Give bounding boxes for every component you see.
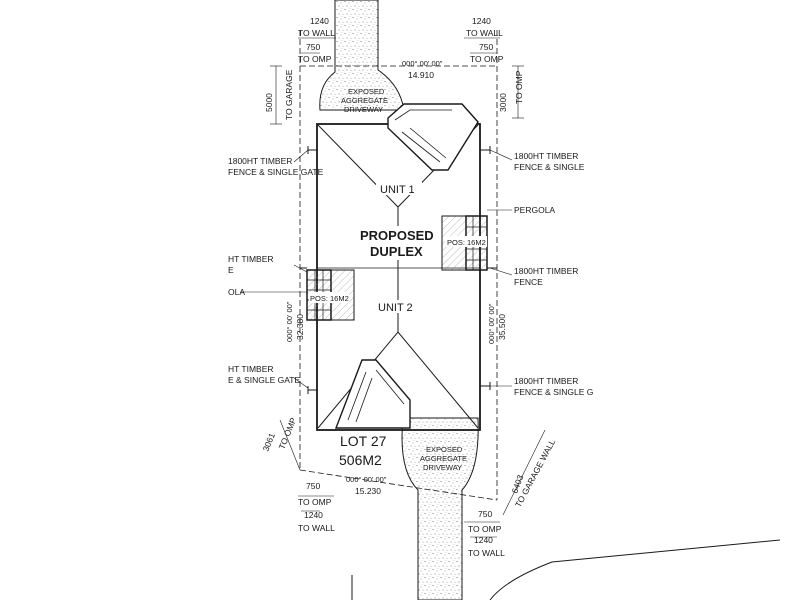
garage-setback-label: TO GARAGE	[284, 69, 294, 120]
pergola-right-label: PERGOLA	[514, 205, 555, 215]
driveway-bottom-line2: AGGREGATE	[420, 454, 467, 463]
fence-left-mid-line2: E	[228, 265, 234, 275]
driveway-bottom-line1: EXPOSED	[426, 445, 463, 454]
fence-right-mid-line2: FENCE	[514, 277, 543, 287]
side-bearings: 000° 00' 00" 32.380 000° 00' 00" 35.500	[285, 301, 507, 344]
fence-right-mid-line1: 1800HT TIMBER	[514, 266, 578, 276]
garage-wall-label: TO GARAGE WALL	[513, 437, 557, 509]
pos-labels: POS: 16M2 POS: 16M2	[309, 236, 487, 303]
fence-left-top-line2: FENCE & SINGLE GATE	[228, 167, 324, 177]
driveway-top-line2: AGGREGATE	[341, 96, 388, 105]
omp-setback-right-label: TO OMP	[514, 70, 524, 104]
top-boundary-length: 14.910	[408, 70, 434, 80]
fence-left-top-line1: 1800HT TIMBER	[228, 156, 292, 166]
bottom-omp-left-value: 750	[306, 481, 320, 491]
top-omp-right-value: 750	[479, 42, 493, 52]
pos-left-label: POS: 16M2	[310, 294, 349, 303]
bottom-wall-left-value: 1240	[304, 510, 323, 520]
top-wall-left-label: TO WALL	[298, 28, 335, 38]
top-omp-left-value: 750	[306, 42, 320, 52]
road-edges	[351, 539, 781, 600]
fence-left-bot-line1: HT TIMBER	[228, 364, 274, 374]
bottom-driveway	[401, 417, 479, 600]
pos-right-label: POS: 16M2	[447, 238, 486, 247]
bottom-omp-left-label: TO OMP	[298, 497, 332, 507]
fence-left-mid-line1: HT TIMBER	[228, 254, 274, 264]
unit1-label: UNIT 1	[380, 184, 415, 196]
driveway-top-line1: EXPOSED	[348, 87, 385, 96]
driveway-top-line3: DRIVEWAY	[344, 105, 383, 114]
lot-number: LOT 27	[340, 433, 387, 449]
fence-labels: 1800HT TIMBER FENCE & SINGLE GATE 1800HT…	[228, 151, 593, 397]
unit2-label: UNIT 2	[378, 302, 413, 314]
left-boundary-length: 32.380	[295, 314, 305, 340]
lot-area: 506M2	[339, 452, 382, 468]
bottom-boundary-length: 15.230	[355, 486, 381, 496]
bottom-wall-left-label: TO WALL	[298, 523, 335, 533]
fence-markers	[300, 146, 497, 394]
top-boundary-bearing: 000° 00' 00"	[402, 59, 443, 68]
lot-boundary	[299, 30, 498, 501]
lot-label: LOT 27 506M2	[339, 433, 387, 468]
bottom-omp-setback-label: TO OMP	[277, 416, 299, 451]
dimension-lines	[270, 37, 546, 538]
top-omp-left-label: TO OMP	[298, 54, 332, 64]
leader-lines	[240, 149, 513, 389]
top-wall-right-label: TO WALL	[466, 28, 503, 38]
top-wall-right-value: 1240	[472, 16, 491, 26]
unit2-roof	[317, 268, 479, 429]
right-boundary-bearing: 000° 00' 00"	[487, 303, 496, 344]
right-boundary-length: 35.500	[497, 314, 507, 340]
bottom-omp-setback-value: 3061	[261, 431, 277, 453]
bottom-omp-right-label: TO OMP	[468, 524, 502, 534]
driveway-bottom-line3: DRIVEWAY	[423, 463, 462, 472]
driveway-labels: EXPOSED AGGREGATE DRIVEWAY EXPOSED AGGRE…	[341, 87, 467, 472]
bottom-wall-right-label: TO WALL	[468, 548, 505, 558]
garage-setback-value: 5000	[264, 93, 274, 112]
proposed-title-line2: DUPLEX	[370, 244, 423, 259]
fence-right-top-line2: FENCE & SINGLE	[514, 162, 585, 172]
omp-setback-right-value: 3000	[498, 93, 508, 112]
fence-left-bot-line2: E & SINGLE GATE	[228, 375, 300, 385]
left-boundary-bearing: 000° 00' 00"	[285, 301, 294, 342]
top-wall-left-value: 1240	[310, 16, 329, 26]
fence-right-top-line1: 1800HT TIMBER	[514, 151, 578, 161]
bottom-omp-right-value: 750	[478, 509, 492, 519]
fence-right-bot-line1: 1800HT TIMBER	[514, 376, 578, 386]
top-dimensions: 1240 TO WALL 750 TO OMP 1240 TO WALL 750…	[264, 16, 524, 120]
top-omp-right-label: TO OMP	[470, 54, 504, 64]
bottom-boundary-bearing: 000° 00' 00"	[346, 475, 387, 484]
pergola-left-label: OLA	[228, 287, 245, 297]
fence-right-bot-line2: FENCE & SINGLE G	[514, 387, 593, 397]
proposed-title-line1: PROPOSED	[360, 228, 434, 243]
bottom-wall-right-value: 1240	[474, 535, 493, 545]
unit-labels: UNIT 1 UNIT 2 PROPOSED DUPLEX	[358, 182, 438, 314]
